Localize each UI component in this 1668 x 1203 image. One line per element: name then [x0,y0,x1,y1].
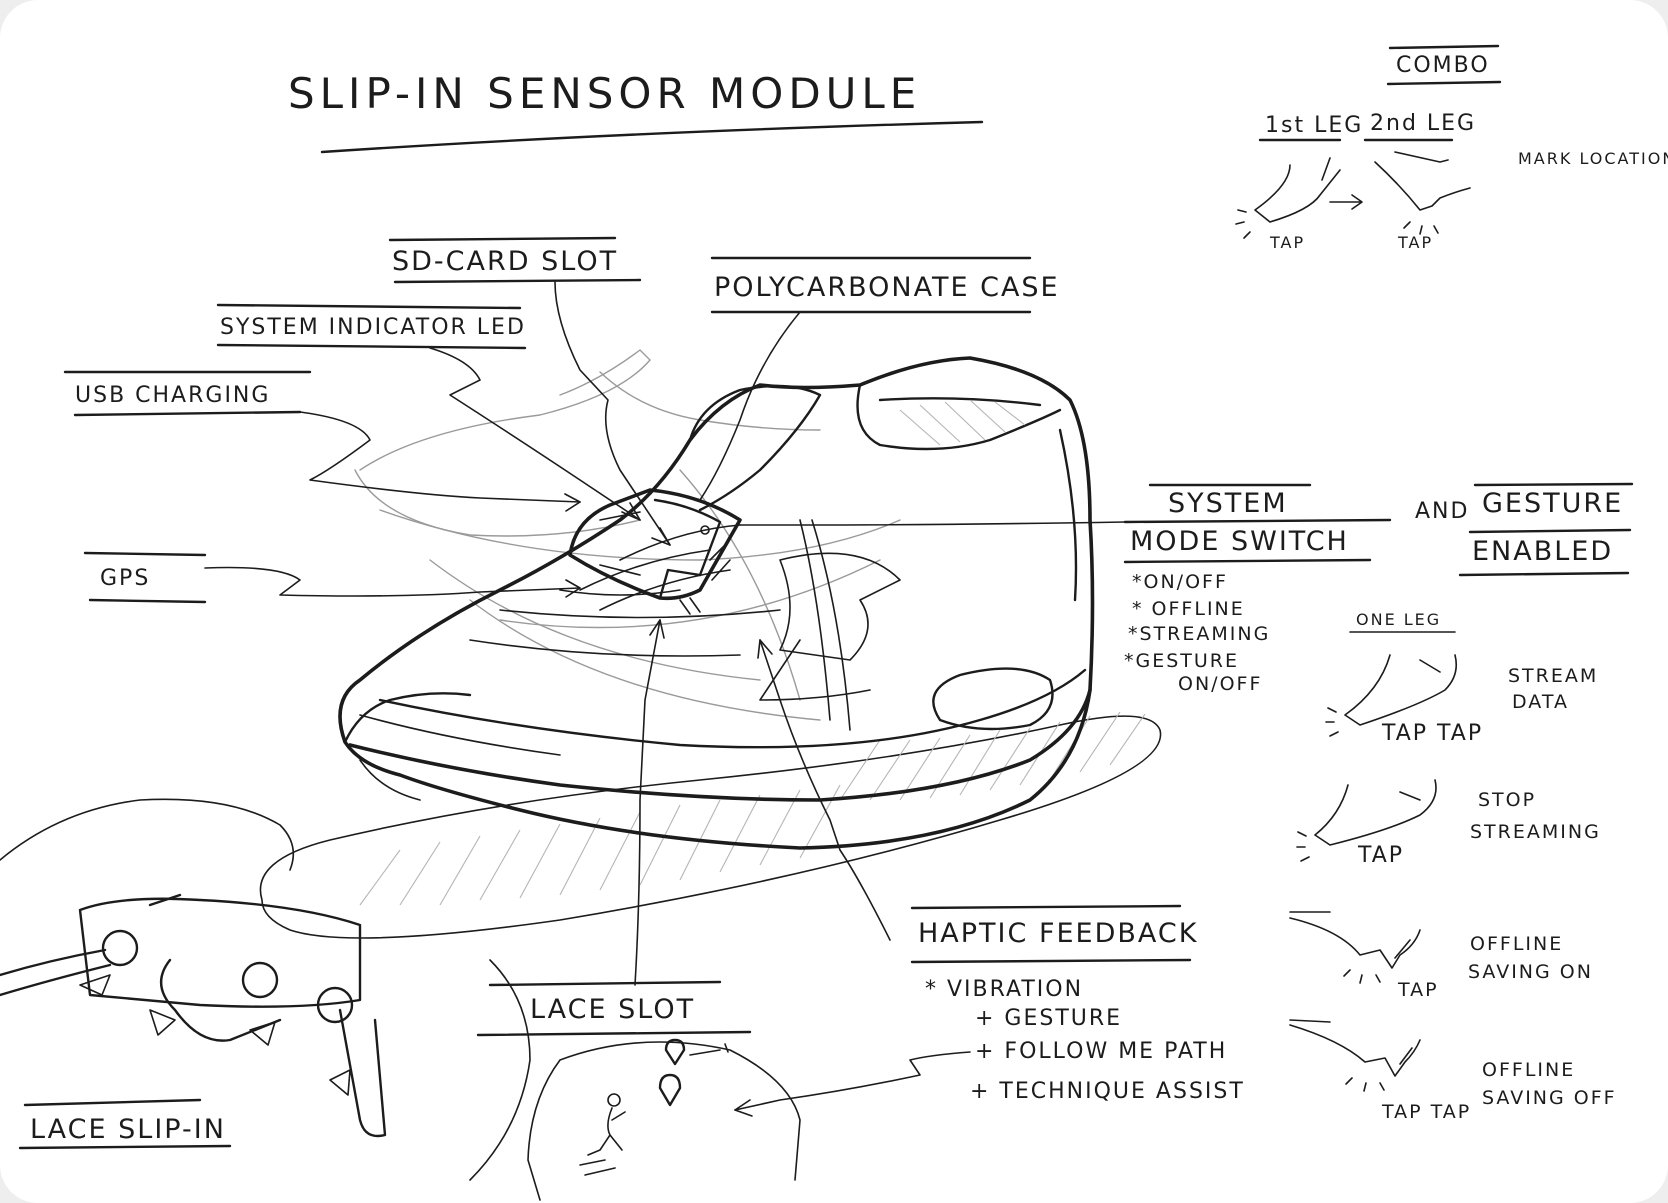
haptic-item-4: + TECHNIQUE ASSIST [970,1079,1245,1104]
label-one-leg: ONE LEG [1356,610,1441,629]
gesture-2-tap: TAP [1357,843,1404,868]
construction-lines [354,349,901,721]
gesture-enabled-section: GESTURE ENABLED ONE LEG TAP TAP STREAM D… [1289,482,1634,1123]
gesture-2-action-line2: STREAMING [1470,821,1601,843]
lace-slip-in-inset: LACE SLIP-IN [0,798,531,1181]
label-haptic-feedback: HAPTIC FEEDBACK [918,918,1198,949]
mode-option-2: * OFFLINE [1132,598,1245,620]
label-sd-card-slot: SD-CARD SLOT [392,246,618,277]
callout-usb-charging: USB CHARGING [63,370,581,512]
callout-system-indicator-led: SYSTEM INDICATOR LED [216,303,641,521]
label-lace-slot: LACE SLOT [530,994,695,1025]
sensor-module [568,488,742,615]
label-polycarbonate-case: POLYCARBONATE CASE [714,272,1060,303]
gesture-3-action-line1: OFFLINE [1470,933,1563,955]
label-gesture-line1: GESTURE [1482,488,1623,519]
label-second-leg: 2nd LEG [1370,111,1476,136]
label-gesture-line2: ENABLED [1472,536,1613,567]
callout-polycarbonate-case: POLYCARBONATE CASE [699,256,1060,501]
gesture-1-action-line1: STREAM [1508,665,1598,687]
mode-option-3: *STREAMING [1128,623,1270,645]
label-gps: GPS [100,566,150,591]
label-combo: COMBO [1396,53,1490,78]
gesture-4-action-line2: SAVING OFF [1482,1087,1617,1109]
label-mark-location: MARK LOCATION [1518,149,1668,168]
gesture-4-action-line1: OFFLINE [1482,1059,1575,1081]
label-mode-switch-line2: MODE SWITCH [1130,526,1349,557]
follow-me-inset [527,1038,801,1201]
callout-haptic-feedback: HAPTIC FEEDBACK * VIBRATION + GESTURE + … [734,639,1245,1117]
mode-option-4: *GESTURE [1124,650,1239,672]
floor-shadow [259,711,1162,939]
gesture-1-action-line2: DATA [1512,691,1569,713]
label-lace-slip-in: LACE SLIP-IN [30,1114,226,1145]
haptic-item-3: + FOLLOW ME PATH [975,1039,1227,1064]
combo-tap-1: TAP [1269,233,1305,252]
mode-option-5: ON/OFF [1178,673,1262,695]
callout-gps: GPS [83,551,581,604]
gesture-1-tap: TAP TAP [1381,721,1483,746]
combo-section: COMBO 1st LEG 2nd LEG TAP TAP MARK LOCAT… [1235,44,1668,252]
gesture-2-action-line1: STOP [1478,789,1536,811]
label-system-indicator-led: SYSTEM INDICATOR LED [220,315,526,340]
callout-sd-card-slot: SD-CARD SLOT [388,236,671,546]
callout-lace-slot: LACE SLOT [476,619,752,1037]
label-usb-charging: USB CHARGING [75,383,270,408]
gesture-4-tap: TAP TAP [1381,1101,1471,1123]
gesture-3-action-line2: SAVING ON [1468,961,1593,983]
callout-system-mode-switch: SYSTEM MODE SWITCH *ON/OFF * OFFLINE *ST… [739,483,1392,695]
label-first-leg: 1st LEG [1265,113,1363,138]
haptic-item-1: * VIBRATION [925,977,1083,1002]
label-mode-switch-line1: SYSTEM [1168,488,1288,519]
sketch-title: SLIP-IN SENSOR MODULE [288,69,921,118]
mode-option-1: *ON/OFF [1132,571,1228,593]
label-and: AND [1415,499,1469,524]
gesture-3-tap: TAP [1397,979,1439,1001]
shoe-sketch [338,356,1095,850]
haptic-item-2: + GESTURE [975,1006,1122,1031]
combo-tap-2: TAP [1397,233,1433,252]
title-underline [320,120,984,154]
